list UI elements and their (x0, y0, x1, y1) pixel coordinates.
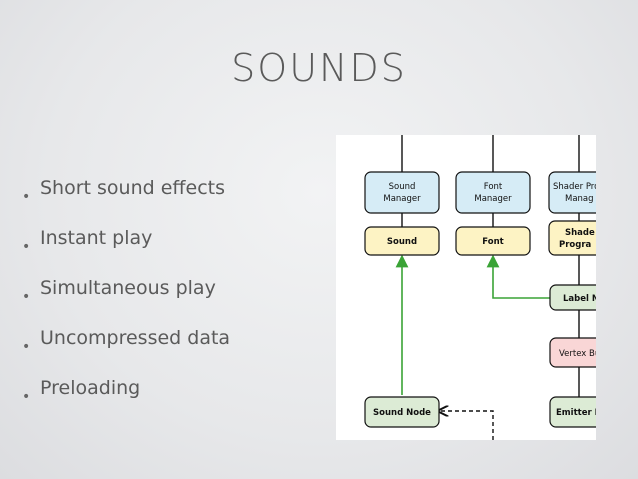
svg-text:Sound Node: Sound Node (373, 408, 431, 418)
bullet-item: • Preloading (22, 372, 230, 422)
svg-text:Shader Pro: Shader Pro (553, 182, 596, 192)
node-shader-program: Shade Progra (548, 220, 596, 256)
svg-text:Emitter N: Emitter N (556, 408, 596, 418)
green-arrow (486, 254, 550, 299)
diagram-svg: Sound Manager Font Manager Shader Pro Ma… (364, 135, 596, 440)
bullet-list: • Short sound effects • Instant play • Simu… (22, 172, 230, 422)
node-font-manager: Font Manager (455, 171, 531, 214)
bullet-item: • Short sound effects (22, 172, 230, 222)
slide-title: SOUNDS (231, 46, 407, 90)
node-font: Font (455, 226, 531, 256)
svg-text:Manager: Manager (383, 194, 421, 204)
node-vertex-buffer: Vertex Bu (549, 337, 596, 368)
node-sound: Sound (364, 226, 440, 256)
svg-text:Font: Font (484, 182, 503, 192)
bullet-text: Preloading (40, 377, 141, 399)
svg-text:Label No: Label No (563, 294, 596, 304)
node-label-node: Label No (549, 284, 596, 311)
bullet-text: Short sound effects (40, 177, 225, 199)
bullet-item: • Instant play (22, 222, 230, 272)
bullet-dot-icon: • (22, 289, 31, 305)
architecture-diagram: Sound Manager Font Manager Shader Pro Ma… (336, 135, 596, 440)
bullet-text: Instant play (40, 227, 153, 249)
bullet-text: Simultaneous play (40, 277, 216, 299)
bullet-dot-icon: • (22, 389, 31, 405)
bullet-dot-icon: • (22, 239, 31, 255)
svg-text:Shade: Shade (565, 228, 595, 238)
svg-text:Manager: Manager (474, 194, 512, 204)
bullet-dot-icon: • (22, 339, 31, 355)
bullet-item: • Simultaneous play (22, 272, 230, 322)
node-sound-manager: Sound Manager (364, 171, 440, 214)
svg-text:Sound: Sound (387, 237, 417, 247)
node-sound-node: Sound Node (364, 396, 440, 428)
svg-text:Vertex Bu: Vertex Bu (559, 349, 596, 359)
svg-text:Sound: Sound (389, 182, 416, 192)
node-emitter-node: Emitter N (549, 396, 596, 428)
bullet-dot-icon: • (22, 189, 31, 205)
node-shader-program-manager: Shader Pro Manag (548, 171, 596, 214)
svg-text:Font: Font (482, 237, 503, 247)
svg-text:Manag: Manag (565, 194, 594, 204)
dashed-arrow (440, 411, 494, 440)
svg-text:Progra: Progra (559, 240, 592, 250)
bullet-text: Uncompressed data (40, 327, 231, 349)
bullet-item: • Uncompressed data (22, 322, 230, 372)
